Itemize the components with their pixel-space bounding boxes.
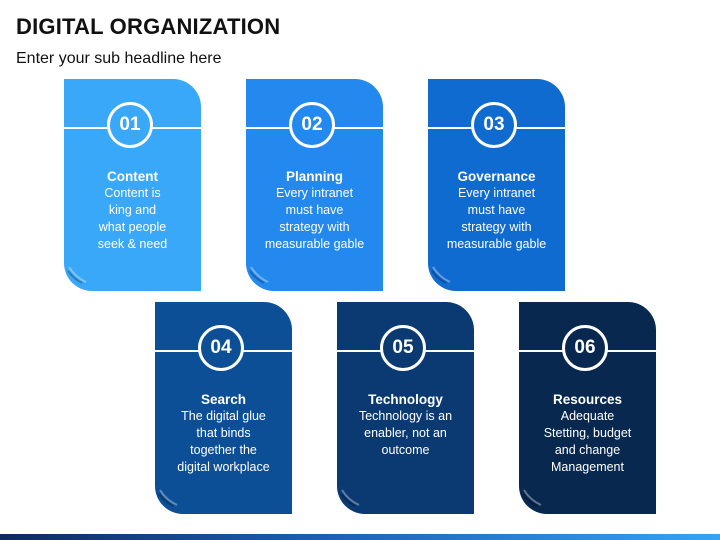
page-curl-icon	[67, 266, 87, 284]
page-subtitle: Enter your sub headline here	[16, 50, 222, 67]
card-technology: 05 Technology Technology is an enabler, …	[337, 302, 474, 514]
card-description: Adequate Stetting, budget and change Man…	[543, 409, 632, 474]
card-title: Technology	[368, 392, 443, 407]
card-planning: 02 Planning Every intranet must have str…	[246, 79, 383, 291]
number-badge: 05	[380, 325, 426, 371]
page-curl-icon	[158, 489, 178, 507]
number-badge: 06	[562, 325, 608, 371]
page-curl-icon	[522, 489, 542, 507]
card-search: 04 Search The digital glue that binds to…	[155, 302, 292, 514]
card-title: Search	[200, 392, 247, 407]
page-title: DIGITAL ORGANIZATION	[16, 14, 281, 39]
card-description: The digital glue that binds together the…	[177, 409, 270, 474]
badge-number: 05	[392, 337, 414, 358]
card-description: Every intranet must have strategy with m…	[446, 186, 547, 251]
badge-number: 06	[574, 337, 596, 358]
card-description: Content is king and what people seek & n…	[97, 186, 168, 251]
page-curl-icon	[249, 266, 269, 284]
number-badge: 02	[289, 102, 335, 148]
number-badge: 04	[198, 325, 244, 371]
card-content: 01 Content Content is king and what peop…	[64, 79, 201, 291]
badge-number: 04	[210, 337, 232, 358]
page-curl-icon	[431, 266, 451, 284]
badge-number: 02	[301, 114, 323, 135]
page-curl-icon	[340, 489, 360, 507]
bottom-gradient-bar	[0, 534, 720, 540]
card-resources: 06 Resources Adequate Stetting, budget a…	[519, 302, 656, 514]
badge-number: 03	[483, 114, 505, 135]
card-title: Resources	[552, 392, 623, 407]
card-title: Planning	[286, 169, 343, 184]
card-governance: 03 Governance Every intranet must have s…	[428, 79, 565, 291]
card-title: Governance	[457, 169, 536, 184]
card-description: Every intranet must have strategy with m…	[264, 186, 365, 251]
number-badge: 01	[107, 102, 153, 148]
card-title: Content	[107, 169, 158, 184]
badge-number: 01	[119, 114, 141, 135]
card-description: Technology is an enabler, not an outcome	[358, 409, 453, 457]
number-badge: 03	[471, 102, 517, 148]
